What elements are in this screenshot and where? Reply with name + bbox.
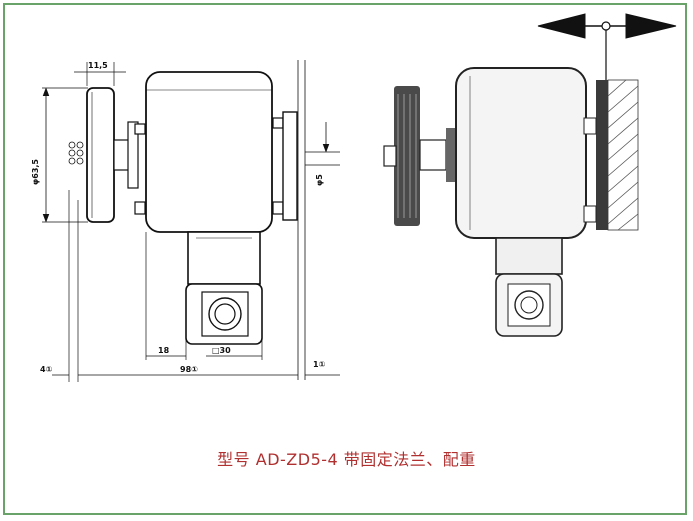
dim-1: 1① xyxy=(313,360,326,369)
dim-square-30: □30 xyxy=(212,346,231,355)
product-illustration xyxy=(383,13,677,337)
rotation-arrows-icon xyxy=(537,13,677,82)
technical-drawing xyxy=(42,60,340,382)
dim-diameter-5: φ5 xyxy=(315,174,324,186)
model-caption: 型号 AD-ZD5-4 带固定法兰、配重 xyxy=(217,450,476,469)
dim-4: 4① xyxy=(40,365,53,374)
encoder-body-photo xyxy=(455,67,587,239)
dim-11-5: 11,5 xyxy=(88,61,108,70)
gear-teeth xyxy=(68,141,84,165)
fixing-flange xyxy=(282,111,298,221)
connector-housing xyxy=(187,231,261,285)
dim-diameter-63-5: φ63,5 xyxy=(31,159,40,185)
dim-18: 18 xyxy=(158,346,170,355)
knurled-weight xyxy=(394,86,420,226)
dim-98: 98① xyxy=(180,365,198,374)
counterweight-disc xyxy=(86,87,115,223)
encoder-body xyxy=(145,71,273,233)
mounting-wall xyxy=(596,79,639,231)
connector-photo xyxy=(495,237,563,275)
